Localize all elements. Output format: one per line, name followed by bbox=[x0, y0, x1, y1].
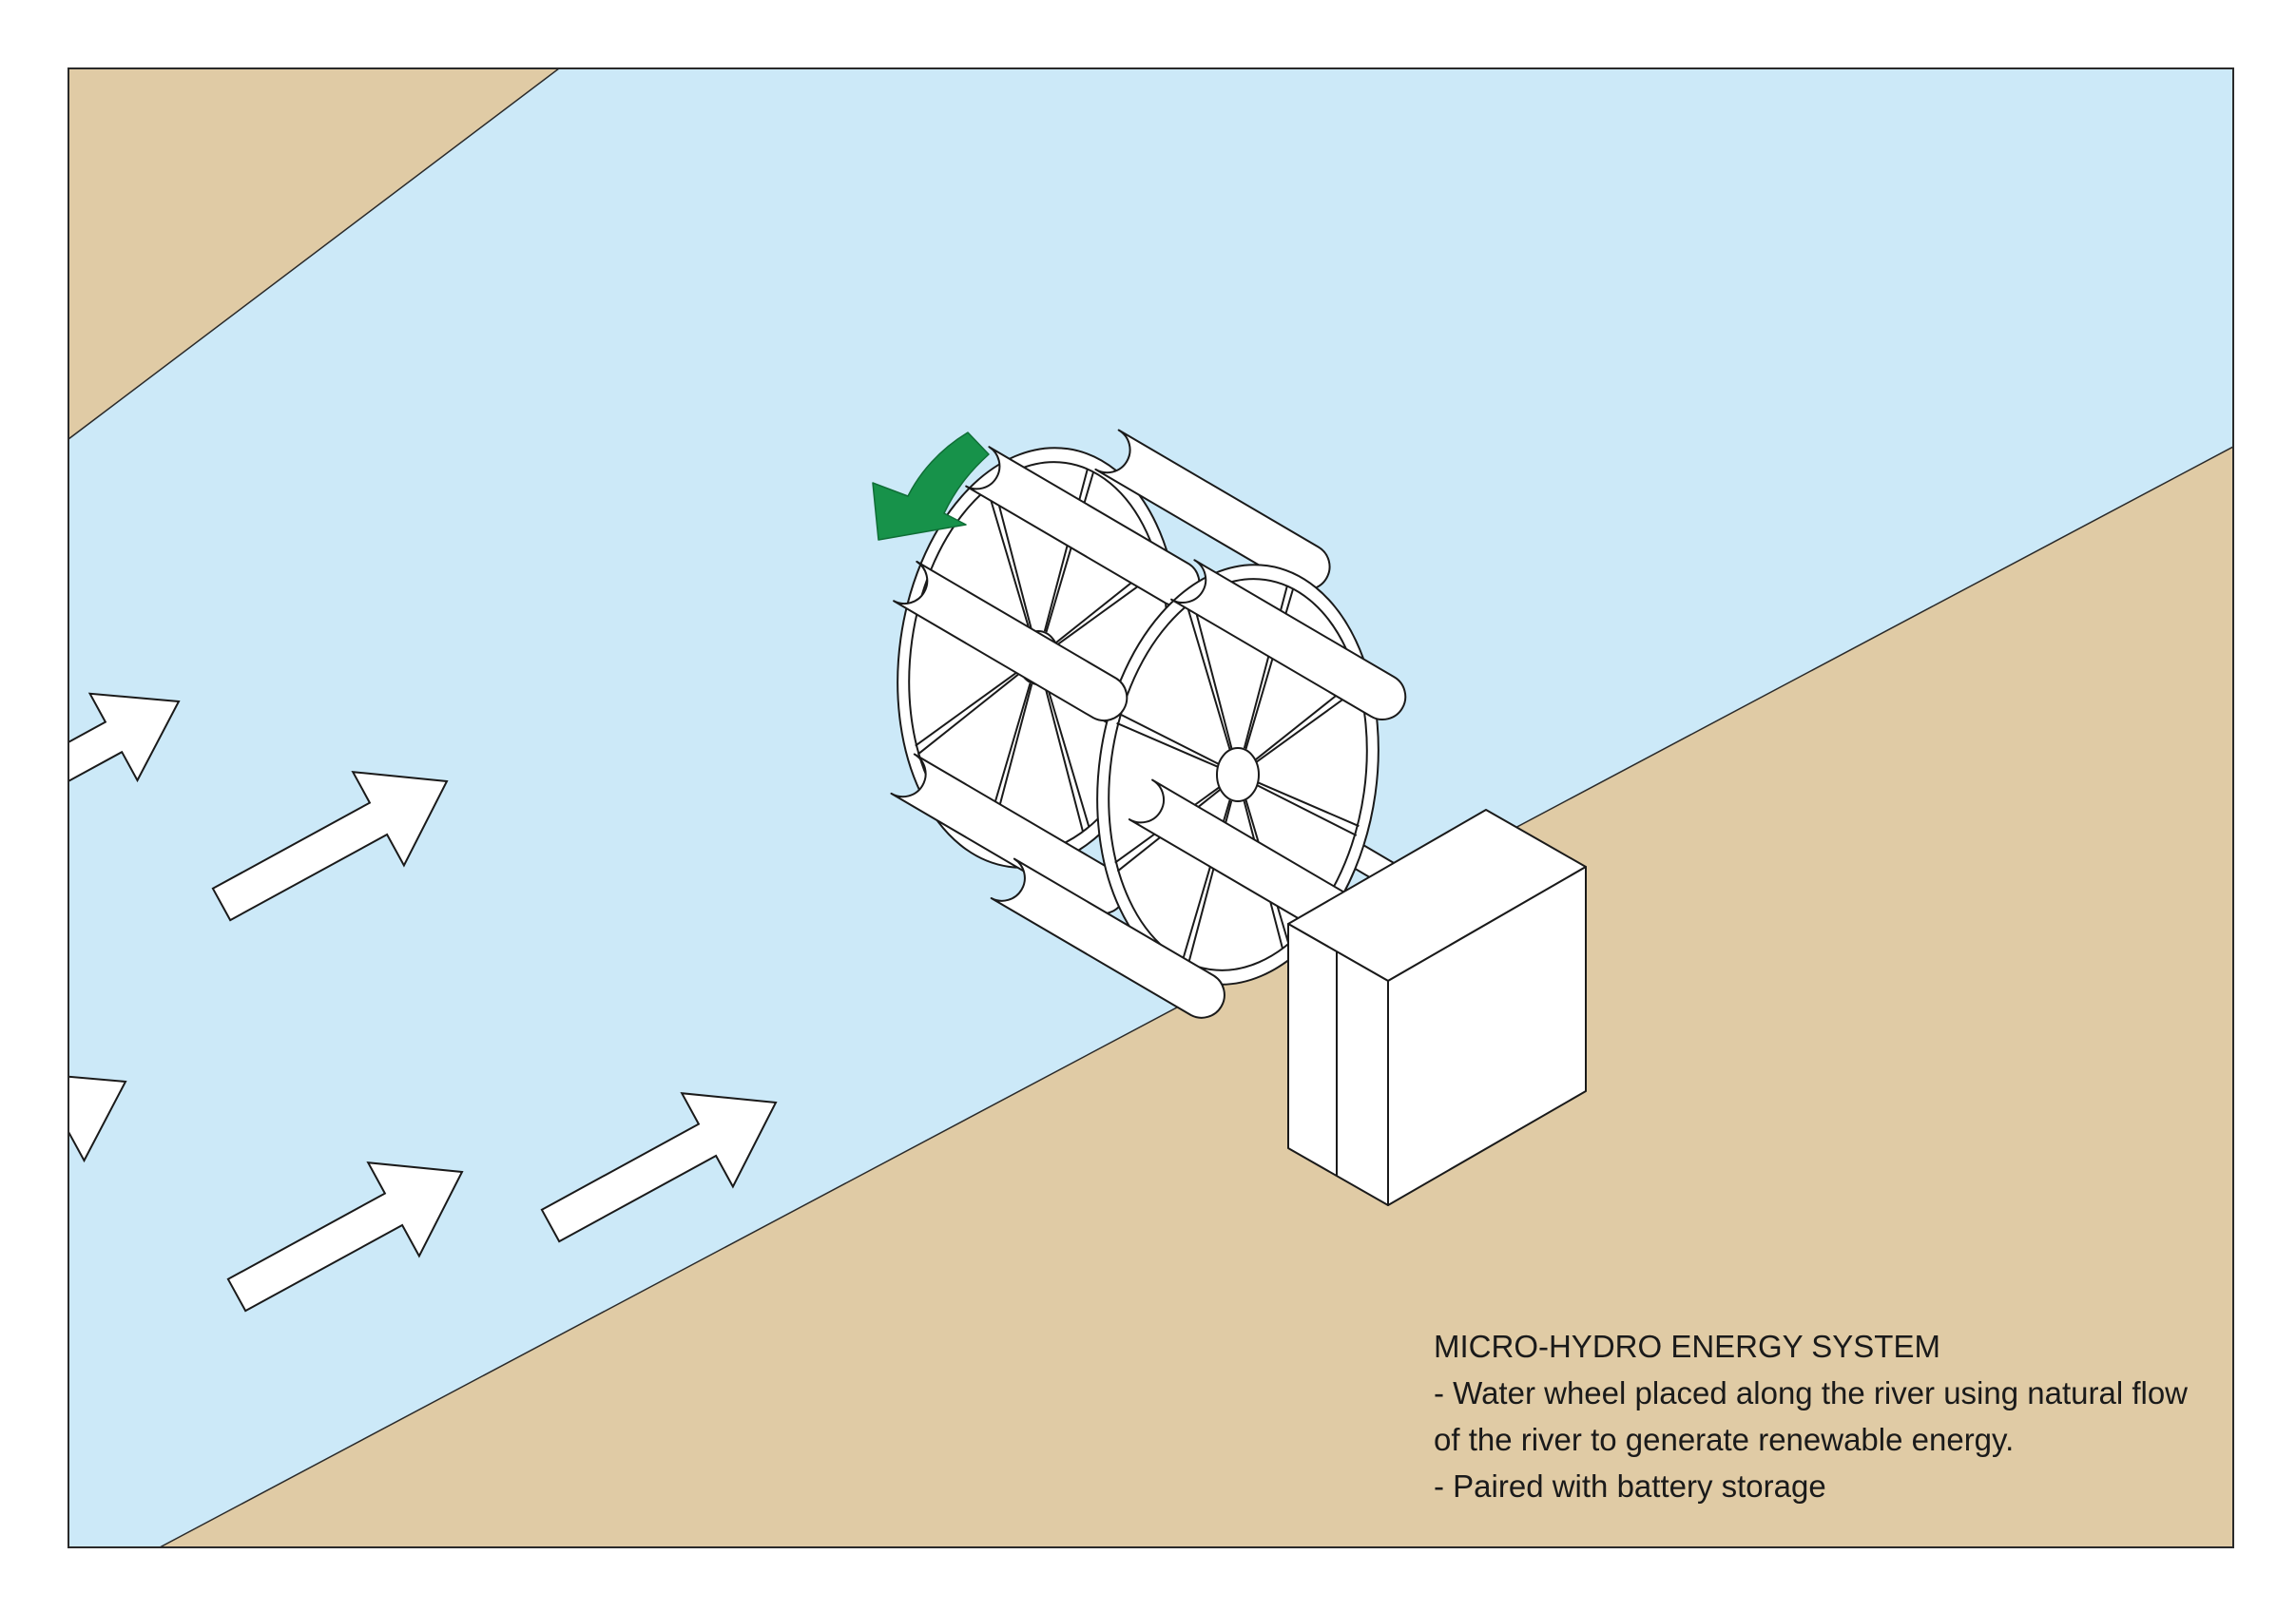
wheel-spoke bbox=[1118, 713, 1223, 767]
wheel-spoke bbox=[1045, 471, 1094, 633]
flow-arrow-icon bbox=[68, 1075, 127, 1163]
frame bbox=[68, 67, 2234, 1548]
wheel-spoke bbox=[1253, 782, 1358, 836]
flow-arrow-icon bbox=[68, 692, 181, 783]
water-wheel bbox=[890, 429, 1407, 1019]
wheel-spoke bbox=[1191, 600, 1233, 751]
caption-title: MICRO-HYDRO ENERGY SYSTEM bbox=[1434, 1329, 1940, 1364]
flow-arrow-icon bbox=[211, 771, 449, 922]
wheel-paddle bbox=[893, 560, 1129, 722]
wheel-spoke bbox=[1186, 604, 1232, 752]
wheel-spoke bbox=[1116, 721, 1222, 770]
wheel-paddle bbox=[990, 857, 1225, 1019]
battery-storage-box bbox=[1287, 809, 1587, 1206]
caption-line: of the river to generate renewable energ… bbox=[1434, 1422, 2015, 1457]
caption-line: - Paired with battery storage bbox=[1434, 1468, 1826, 1504]
flow-arrow-icon bbox=[540, 1092, 778, 1243]
wheel-spoke bbox=[986, 488, 1032, 635]
wheel-spoke bbox=[1044, 681, 1090, 828]
wheel-spoke bbox=[1043, 681, 1085, 833]
upper-bank bbox=[68, 68, 561, 440]
caption-line: - Water wheel placed along the river usi… bbox=[1434, 1375, 2189, 1410]
wheel-spoke bbox=[915, 668, 1022, 747]
flow-arrows bbox=[68, 692, 778, 1313]
wheel-paddle bbox=[1170, 559, 1407, 720]
wheel-spoke bbox=[992, 483, 1033, 634]
wheel-paddle bbox=[965, 446, 1201, 607]
flow-arrow-icon bbox=[226, 1161, 464, 1313]
caption: MICRO-HYDRO ENERGY SYSTEM - Water wheel … bbox=[1434, 1323, 2270, 1509]
wheel-spoke bbox=[1043, 469, 1089, 632]
wheel-spoke bbox=[1254, 779, 1360, 828]
wheel-hub bbox=[1216, 747, 1260, 802]
wheel-spoke bbox=[916, 671, 1023, 756]
rotation-arrow-icon bbox=[872, 432, 990, 541]
